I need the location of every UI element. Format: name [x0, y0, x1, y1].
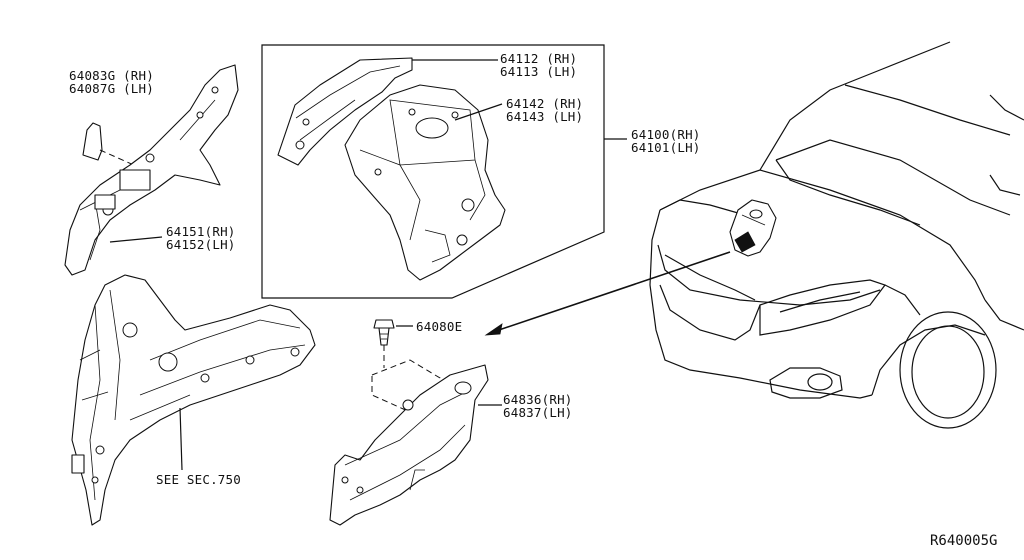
part-64112-hood-ledge: [277, 57, 413, 166]
leader-see-sec: [179, 407, 183, 471]
part-64083g-insulator: [82, 122, 103, 161]
part-number: 64837(LH): [503, 405, 573, 420]
part-side-member-assembly: [71, 274, 316, 526]
part-64142-strut-housing: [344, 84, 506, 281]
part-number: 64100(RH): [631, 127, 701, 142]
location-arrowhead: [484, 323, 503, 336]
part-64151-upper-rail: [64, 64, 239, 276]
leader-64151: [109, 236, 163, 243]
label-64080e: 64080E: [416, 320, 462, 333]
leader-64142: [454, 103, 503, 121]
part-number: 64080E: [416, 319, 463, 334]
part-number: 64836(RH): [503, 392, 573, 407]
diagram-reference-code: R640005G: [930, 533, 998, 549]
part-number: 64152(LH): [166, 237, 236, 252]
part-number: 64101(LH): [631, 140, 701, 155]
label-see-section: SEE SEC.750: [156, 473, 241, 486]
vehicle-strut-housing-highlight: [729, 199, 777, 257]
label-64151: 64151(RH) 64152(LH): [166, 225, 236, 251]
part-number: 64112 (RH): [500, 51, 578, 66]
label-64100: 64100(RH) 64101(LH): [631, 128, 701, 154]
part-number: 64143 (LH): [506, 109, 584, 124]
group-frame: [261, 44, 605, 299]
label-64083g: 64083G (RH) 64087G (LH): [69, 69, 154, 95]
part-number: 64151(RH): [166, 224, 236, 239]
part-number: 64087G (LH): [69, 81, 154, 96]
label-64836: 64836(RH) 64837(LH): [503, 393, 573, 419]
vehicle-front-outline: [649, 41, 1024, 429]
part-number: 64113 (LH): [500, 64, 578, 79]
label-64112: 64112 (RH) 64113 (LH): [500, 52, 577, 78]
section-reference: SEE SEC.750: [156, 472, 241, 487]
part-number: 64142 (RH): [506, 96, 584, 111]
location-arrow: [489, 251, 731, 334]
part-number: 64083G (RH): [69, 68, 154, 83]
label-64142: 64142 (RH) 64143 (LH): [506, 97, 583, 123]
part-64836-fender-protector: [329, 359, 489, 526]
part-64080e-clip: [373, 319, 395, 346]
